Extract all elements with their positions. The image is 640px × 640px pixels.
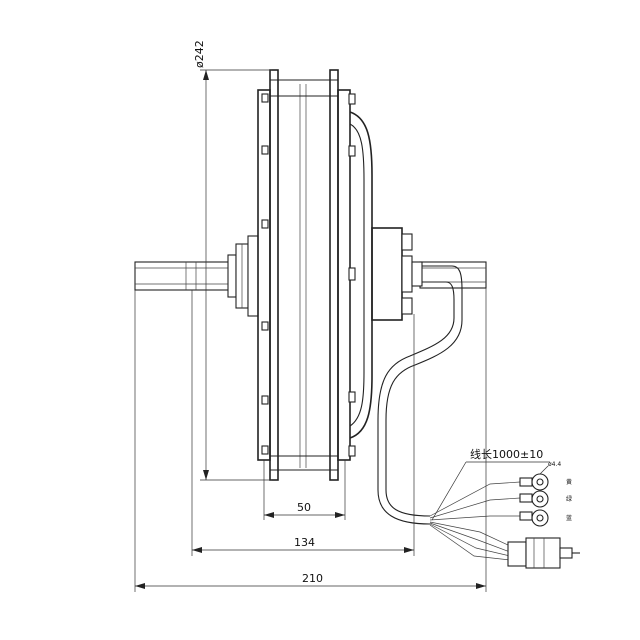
axle-length-label: 210 bbox=[302, 572, 323, 585]
hub-width-label: 50 bbox=[297, 501, 311, 514]
axle-length-dimension bbox=[134, 288, 487, 592]
diameter-label: ø242 bbox=[193, 40, 206, 68]
terminal-size-label: ø4.4 bbox=[548, 461, 561, 468]
motor-cable bbox=[377, 265, 521, 561]
flange-bolts bbox=[261, 93, 356, 457]
terminal-size-leader bbox=[539, 465, 549, 475]
dropout-width-label: 134 bbox=[294, 536, 315, 549]
dropout-width-dimension bbox=[191, 290, 415, 556]
cable-length-label: 线长1000±10 bbox=[470, 447, 543, 461]
wire-color-label-3: 蓝 bbox=[566, 514, 572, 522]
left-bearing-nut bbox=[227, 235, 259, 317]
wire-color-label-2: 绿 bbox=[566, 495, 572, 503]
cable-length-leader bbox=[431, 461, 550, 521]
hall-connector bbox=[507, 537, 580, 569]
diameter-dimension bbox=[200, 69, 272, 481]
wire-color-label-1: 黄 bbox=[566, 478, 572, 486]
hub-width-dimension bbox=[263, 460, 346, 520]
left-axle bbox=[134, 261, 234, 291]
right-hub-boss bbox=[371, 227, 423, 321]
ring-terminals bbox=[519, 473, 549, 527]
